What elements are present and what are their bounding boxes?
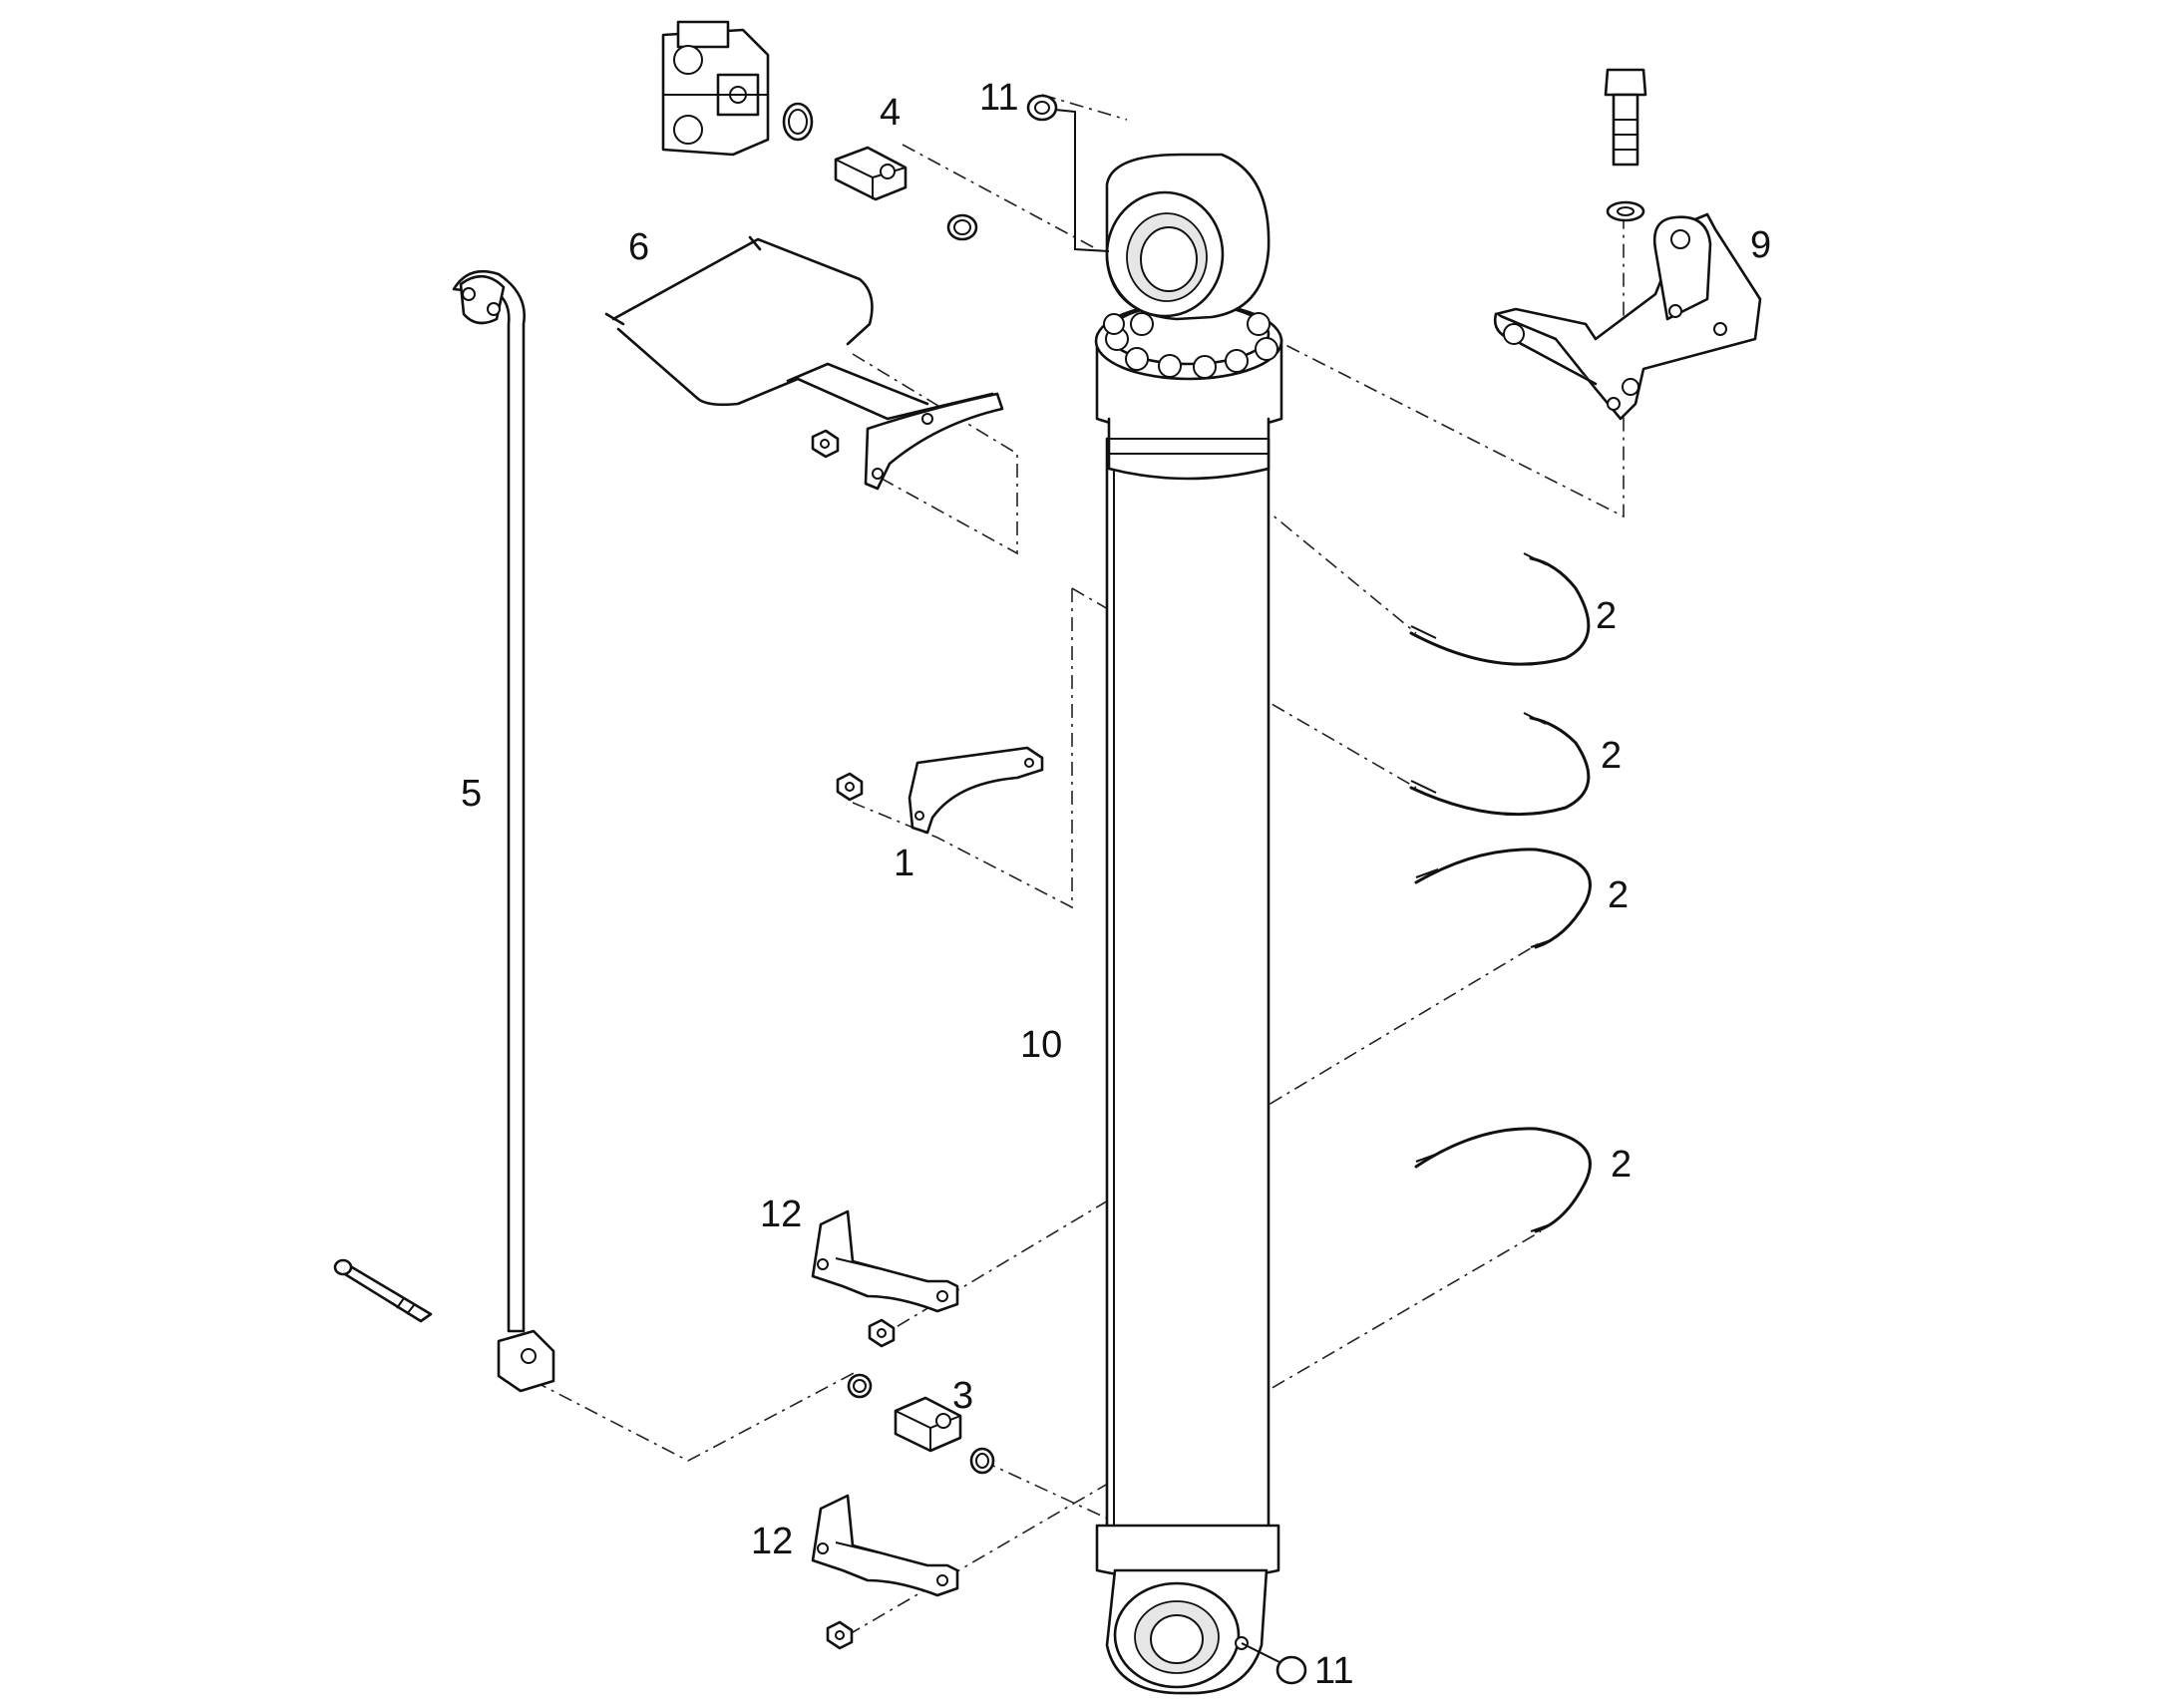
o-ring-4a (782, 102, 814, 142)
assembly-leader-lines (533, 94, 1625, 1636)
u-bolt-2c (1414, 848, 1592, 949)
flange-bolt-5 (333, 1258, 433, 1323)
o-ring-3b (969, 1447, 995, 1475)
callout-2a: 2 (1596, 595, 1617, 637)
callout-11a: 11 (979, 77, 1018, 119)
callout-12a: 12 (760, 1194, 802, 1235)
nut-12a (868, 1318, 896, 1348)
nut-12b (826, 1620, 854, 1650)
valve-block (661, 20, 770, 157)
mounting-bracket (1493, 68, 1762, 421)
hose-guard-frame (604, 235, 1004, 491)
support-bracket-12a (811, 1209, 959, 1313)
hose-clamp-1 (908, 746, 1044, 835)
callout-2c: 2 (1608, 874, 1629, 916)
u-bolt-2a (1409, 552, 1591, 666)
grease-fitting-top (1026, 94, 1110, 252)
split-flange-3 (894, 1396, 962, 1453)
o-ring-3a (847, 1373, 873, 1399)
callout-10: 10 (1020, 1024, 1062, 1066)
callout-11b: 11 (1314, 1650, 1353, 1692)
callout-1: 1 (894, 843, 914, 884)
callout-9: 9 (1750, 224, 1771, 266)
callout-labels: 1 2 2 2 2 3 4 5 6 9 10 11 11 12 12 (461, 77, 1771, 1692)
hydraulic-cylinder (1094, 153, 1283, 1695)
callout-12b: 12 (751, 1521, 793, 1562)
callout-3: 3 (952, 1375, 973, 1417)
callout-6: 6 (628, 226, 649, 268)
u-bolt-2d (1414, 1127, 1592, 1233)
nut-1 (836, 772, 864, 802)
o-ring-4b (946, 213, 978, 241)
u-bolt-2b (1409, 712, 1591, 817)
callout-4: 4 (880, 92, 901, 134)
nut-6 (811, 429, 840, 459)
callout-2d: 2 (1611, 1144, 1632, 1186)
callout-2b: 2 (1601, 735, 1622, 777)
callout-5: 5 (461, 773, 482, 815)
split-flange-4 (834, 146, 908, 201)
steel-tube (452, 269, 555, 1393)
grease-fitting-bottom (1241, 1642, 1307, 1685)
support-bracket-12b (811, 1494, 959, 1597)
